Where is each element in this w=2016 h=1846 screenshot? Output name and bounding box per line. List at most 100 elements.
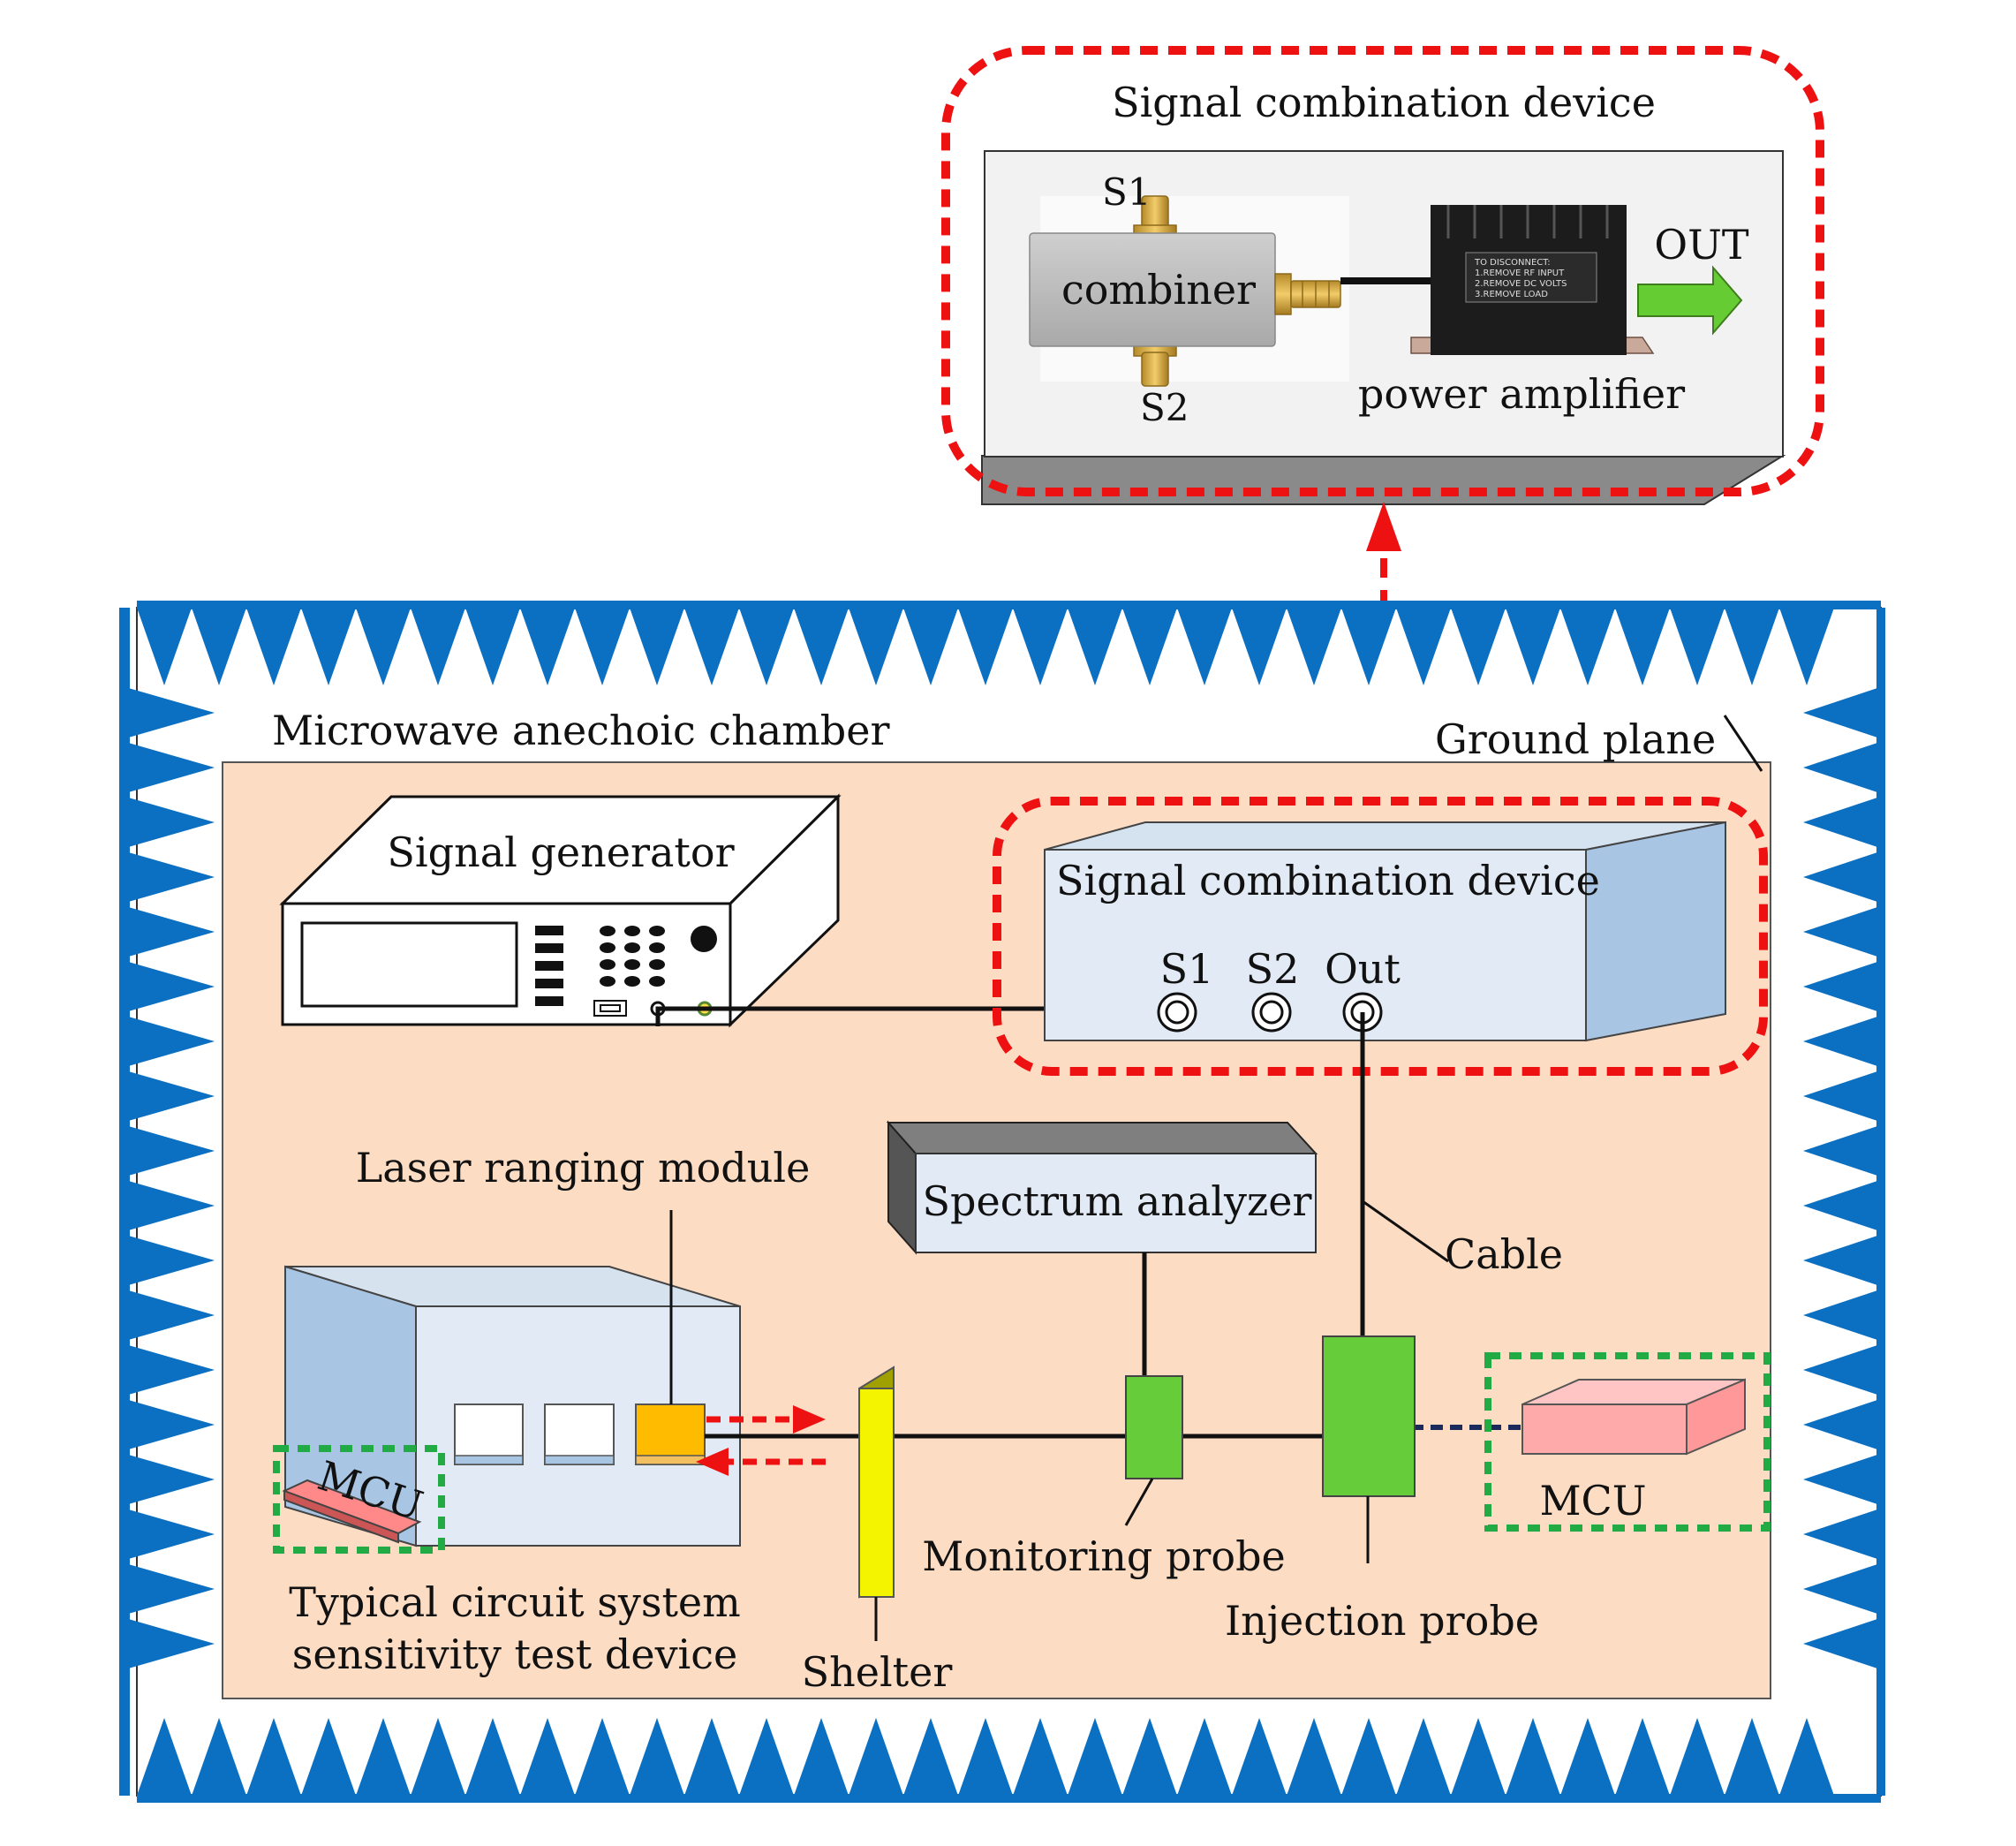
signal-generator-softkeys bbox=[535, 926, 563, 1006]
absorber-cone bbox=[1013, 1718, 1068, 1796]
signal-generator-knob bbox=[691, 926, 717, 952]
laser-module-label: Laser ranging module bbox=[356, 1144, 811, 1192]
cable-label: Cable bbox=[1445, 1230, 1563, 1278]
absorber-cone bbox=[1803, 1014, 1885, 1069]
absorber-cone bbox=[119, 1178, 215, 1233]
mcu-left-outline bbox=[273, 1445, 445, 1554]
spectrum-analyzer-label: Spectrum analyzer bbox=[923, 1177, 1312, 1225]
absorber-cone bbox=[1396, 1718, 1451, 1796]
absorber-band bbox=[119, 608, 130, 1796]
amplifier-plate-line: 2.REMOVE DC VOLTS bbox=[1475, 279, 1567, 289]
combination-device-label: Signal combination device bbox=[1056, 857, 1600, 904]
absorber-cone bbox=[1803, 1233, 1885, 1288]
absorber-cone bbox=[246, 1718, 301, 1796]
absorber-cone bbox=[1451, 1718, 1506, 1796]
absorber-cone bbox=[1287, 1718, 1341, 1796]
inset-s1-label: S1 bbox=[1102, 170, 1151, 214]
absorber-band bbox=[1876, 608, 1885, 1796]
absorber-cone bbox=[119, 904, 215, 959]
absorber-cone bbox=[1341, 608, 1396, 685]
absorber-cone bbox=[1803, 959, 1885, 1014]
absorber-cone bbox=[137, 1718, 192, 1796]
absorber-cone bbox=[465, 1718, 520, 1796]
absorber-cone bbox=[301, 608, 356, 685]
combination-device-highlight bbox=[993, 797, 1768, 1076]
absorber-cone bbox=[356, 1718, 411, 1796]
signal-combination-device bbox=[1044, 821, 1726, 1042]
absorber-cone bbox=[119, 1123, 215, 1178]
absorber-cone bbox=[958, 1718, 1013, 1796]
port-s2 bbox=[1251, 992, 1292, 1033]
absorber-cone bbox=[1803, 1343, 1885, 1397]
absorber-cone bbox=[119, 685, 215, 740]
absorber-cone bbox=[119, 1507, 215, 1562]
absorber-cone bbox=[119, 1616, 215, 1671]
absorber-cone bbox=[356, 608, 411, 685]
absorber-cone bbox=[1341, 1718, 1396, 1796]
absorber-cone bbox=[119, 1562, 215, 1616]
absorber-cone bbox=[1803, 850, 1885, 904]
absorber-cone bbox=[1803, 1507, 1885, 1562]
absorber-cone bbox=[849, 1718, 903, 1796]
absorber-cone bbox=[1803, 1288, 1885, 1343]
absorber-cone bbox=[1779, 608, 1834, 685]
absorber-cone bbox=[246, 608, 301, 685]
absorber-cone bbox=[1177, 608, 1232, 685]
generator-to-s1-cable bbox=[655, 1006, 1177, 1026]
absorber-cone bbox=[958, 608, 1013, 685]
signal-generator bbox=[279, 793, 842, 1028]
absorber-cone bbox=[192, 608, 246, 685]
chamber-title: Microwave anechoic chamber bbox=[272, 707, 889, 754]
absorber-cone bbox=[1803, 1397, 1885, 1452]
spectrum-analyzer bbox=[886, 1120, 1318, 1255]
absorber-cone bbox=[1803, 1616, 1885, 1671]
absorber-cone bbox=[630, 1718, 684, 1796]
absorber-cone bbox=[1803, 1123, 1885, 1178]
injection-probe-label: Injection probe bbox=[1225, 1597, 1539, 1645]
absorber-cone bbox=[1803, 1562, 1885, 1616]
absorber-cone bbox=[119, 959, 215, 1014]
absorber-cone bbox=[575, 608, 630, 685]
absorber-cone bbox=[630, 608, 684, 685]
absorber-cone bbox=[1068, 608, 1122, 685]
anechoic-chamber: Microwave anechoic chamber Ground plane bbox=[119, 601, 1885, 1803]
signal-generator-label: Signal generator bbox=[387, 828, 734, 876]
signal-generator-keypad bbox=[600, 926, 665, 987]
amplifier-plate bbox=[1465, 252, 1597, 303]
test-device-label-line2: sensitivity test device bbox=[292, 1630, 738, 1678]
mcu-left-board bbox=[282, 1479, 422, 1544]
absorber-cone bbox=[1177, 1718, 1232, 1796]
inset-s2-label: S2 bbox=[1140, 386, 1189, 429]
absorber-cone bbox=[1670, 1718, 1725, 1796]
absorber-cone bbox=[520, 608, 575, 685]
absorber-cone bbox=[411, 608, 465, 685]
absorber-cone bbox=[119, 1233, 215, 1288]
absorber-cone bbox=[1122, 1718, 1177, 1796]
combiner-output-connector bbox=[1274, 273, 1341, 315]
amplifier-plate-line: 1.REMOVE RF INPUT bbox=[1475, 269, 1565, 278]
absorber-cone bbox=[119, 1288, 215, 1343]
absorber-cone bbox=[301, 1718, 356, 1796]
mcu-right-outline bbox=[1484, 1352, 1771, 1532]
monitoring-probe bbox=[1125, 1375, 1183, 1479]
port-out-label: Out bbox=[1325, 945, 1401, 993]
port-s1 bbox=[1157, 992, 1197, 1033]
absorber-cone bbox=[794, 1718, 849, 1796]
absorber-cone bbox=[1670, 608, 1725, 685]
absorber-cone bbox=[575, 1718, 630, 1796]
absorber-cone bbox=[1615, 608, 1670, 685]
absorber-cone bbox=[794, 608, 849, 685]
test-device-label-line1: Typical circuit system bbox=[289, 1578, 741, 1626]
absorber-cone bbox=[684, 608, 739, 685]
absorber-cone bbox=[849, 608, 903, 685]
monitoring-probe-label: Monitoring probe bbox=[922, 1532, 1286, 1580]
absorber-cone bbox=[903, 608, 958, 685]
absorber-cone bbox=[465, 608, 520, 685]
absorber-cone bbox=[1287, 608, 1341, 685]
amplifier-plate-line: 3.REMOVE LOAD bbox=[1475, 290, 1548, 299]
cable-leader bbox=[1362, 1199, 1449, 1263]
